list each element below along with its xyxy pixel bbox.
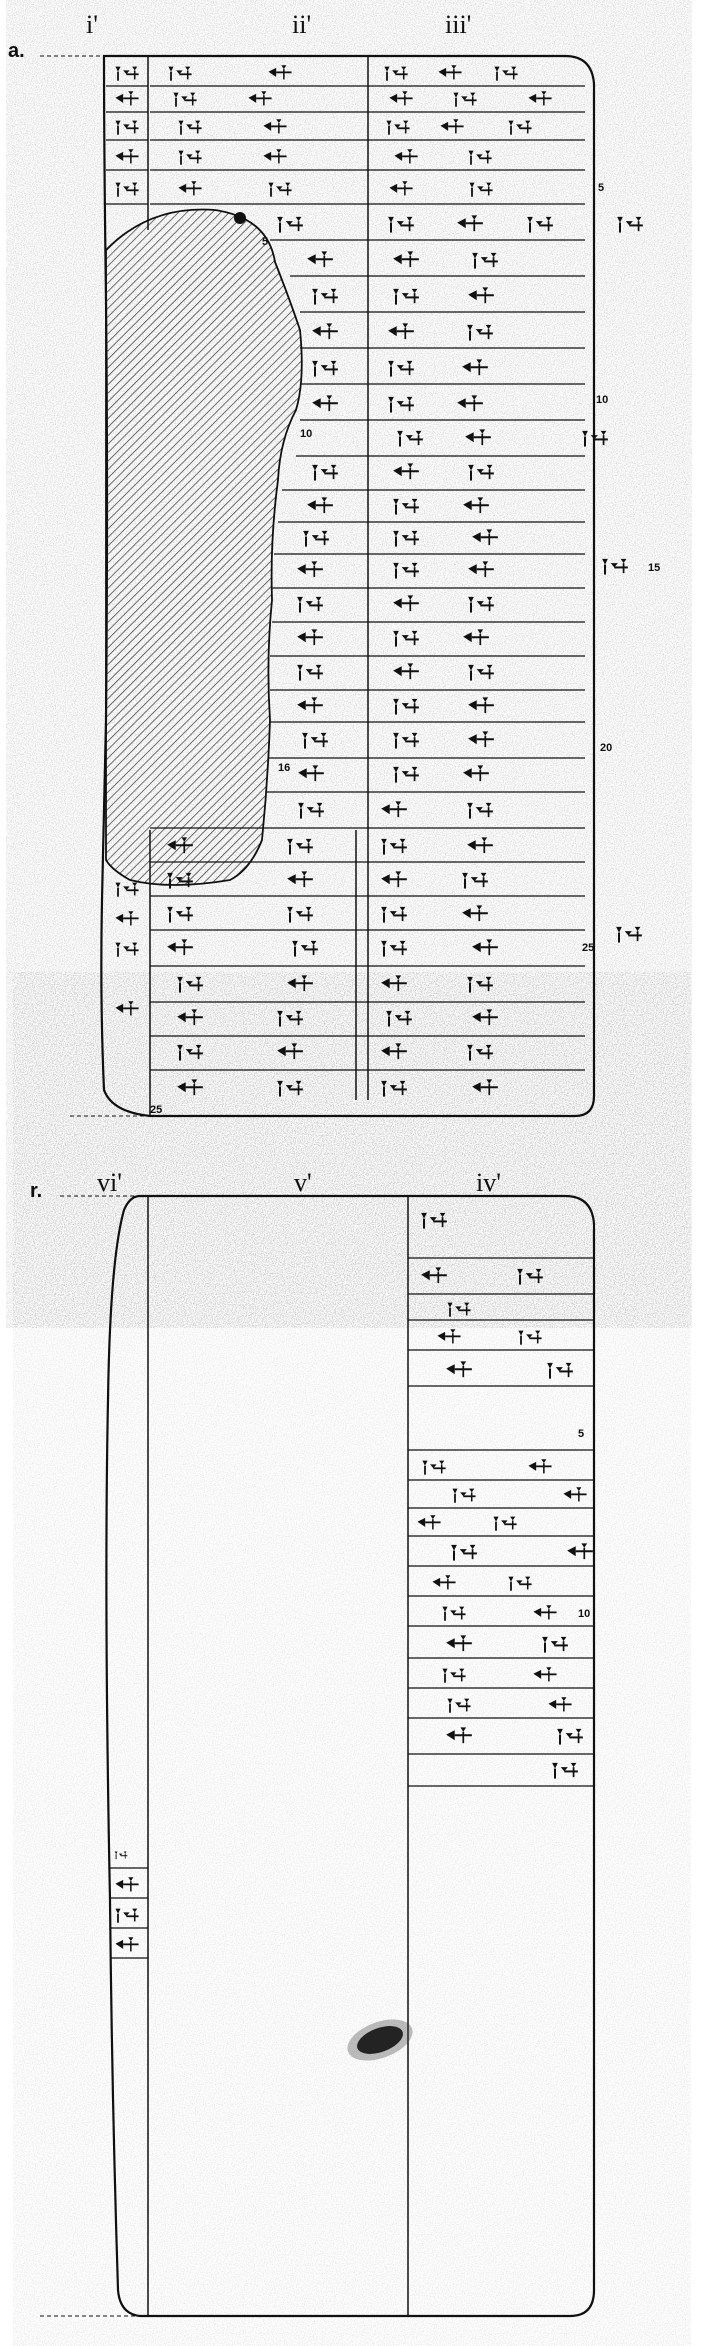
obverse-line-number: 20: [600, 742, 613, 754]
obverse-column-label-iii: iii': [445, 10, 472, 39]
reverse-side-label: r.: [30, 1180, 43, 1202]
obverse-column-label-i: i': [86, 10, 98, 39]
obverse-column-label-ii: ii': [292, 10, 312, 39]
obverse-side-label: a.: [8, 40, 25, 62]
reverse-column-label-vi: vi': [97, 1168, 122, 1197]
obverse-line-number: 5: [598, 182, 605, 194]
obverse-tablet: [100, 54, 643, 1118]
reverse-column-label-v: v': [294, 1168, 312, 1197]
obverse-line-number: 10: [596, 394, 609, 406]
reverse-column-label-iv: iv': [476, 1168, 501, 1197]
reverse-tablet: [105, 1194, 594, 2318]
obverse-line-number: 15: [648, 562, 661, 574]
